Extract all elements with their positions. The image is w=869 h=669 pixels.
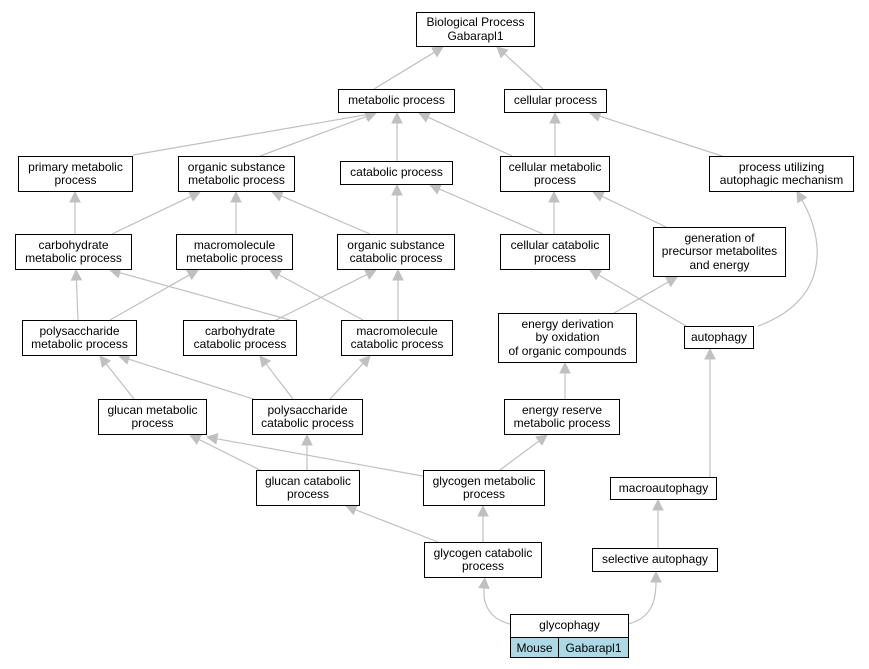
edge-carbohydrate-metabolic-to-organic xyxy=(111,195,192,235)
edge-carbohydrate-catabolic-to-carbohydrate-metabolic xyxy=(119,272,291,321)
node-carbohydrate-metabolic-process: carbohydrate metabolic process xyxy=(15,234,132,270)
node-primary-metabolic-process: primary metabolic process xyxy=(18,156,133,192)
edge-macromolecule-catabolic-to-macromolecule-metabolic xyxy=(278,274,364,321)
edge-primary-metabolic-to-metabolic xyxy=(132,114,367,156)
arrowhead-energy-derivation-to-generation xyxy=(665,276,678,288)
edge-metabolic-to-bp xyxy=(373,51,435,90)
arrowhead-glucan-catabolic-to-glucan-metabolic xyxy=(189,434,202,445)
arrowhead-glucan-metabolic-to-polysaccharide-metabolic xyxy=(99,355,112,368)
node-metabolic-process: metabolic process xyxy=(338,89,455,113)
arrowhead-glycophagy-to-glycogen-catabolic xyxy=(478,576,490,589)
edge-polysaccharide-metabolic-to-carbohydrate xyxy=(75,279,79,321)
node-macromolecule-catabolic-process: macromolecule catabolic process xyxy=(341,320,453,356)
edge-polysaccharide-catabolic-to-macromolecule-catabolic xyxy=(329,362,364,400)
arrowhead-organic-catabolic-to-catabolic xyxy=(391,183,403,196)
arrowhead-autophagy-to-cellular-catabolic xyxy=(589,269,602,281)
node-catabolic-process: catabolic process xyxy=(340,161,453,185)
edge-autophagy-to-cellular-catabolic xyxy=(598,274,687,327)
arrowhead-selective-autophagy-to-macroautophagy xyxy=(652,498,664,511)
edge-generation-to-cellular-metabolic xyxy=(601,195,667,228)
node-energy-reserve-metabolic-process: energy reserve metabolic process xyxy=(504,399,620,435)
node-process-utilizing-autophagic-mechanism: process utilizing autophagic mechanism xyxy=(709,156,854,192)
node-macromolecule-metabolic-process: macromolecule metabolic process xyxy=(176,234,293,270)
node-glucan-catabolic-process: glucan catabolic process xyxy=(256,470,360,506)
arrowhead-cellular-metabolic-to-cellular xyxy=(549,111,561,124)
node-macroautophagy: macroautophagy xyxy=(610,477,717,500)
node-polysaccharide-catabolic-process: polysaccharide catabolic process xyxy=(252,399,363,435)
node-cellular-catabolic-process: cellular catabolic process xyxy=(500,234,610,270)
edge-polysaccharide-catabolic-to-polysaccharide-metabolic xyxy=(128,358,257,401)
arrowhead-carbohydrate-metabolic-to-organic xyxy=(188,191,202,202)
edge-glycogen-metabolic-to-glucan-metabolic xyxy=(216,438,429,478)
node-selective-autophagy: selective autophagy xyxy=(592,548,718,572)
arrowhead-macromolecule-catabolic-to-organic-catabolic xyxy=(392,268,404,281)
edge-cellular-catabolic-to-catabolic xyxy=(438,188,544,235)
node-glycophagy: glycophagy xyxy=(510,614,629,638)
arrowhead-catabolic-to-metabolic xyxy=(391,111,403,124)
arrowhead-metabolic-to-bp xyxy=(431,46,444,58)
node-glycogen-catabolic-process: glycogen catabolic process xyxy=(424,542,542,578)
arrowhead-macromolecule-catabolic-to-macromolecule-metabolic xyxy=(269,269,282,281)
arrowhead-energy-reserve-to-energy-derivation xyxy=(559,361,571,374)
node-biological-process: Biological Process Gabarapl1 xyxy=(416,12,535,47)
node-cellular-process: cellular process xyxy=(504,89,607,113)
species-tag-mouse: Mouse xyxy=(510,637,559,658)
arrowhead-glucan-catabolic-to-polysaccharide-catabolic xyxy=(301,433,313,446)
edge-organic-metabolic-to-metabolic xyxy=(259,115,367,157)
edge-energy-derivation-to-generation xyxy=(613,281,669,314)
node-organic-substance-catabolic-process: organic substance catabolic process xyxy=(337,234,455,270)
arrowhead-cellular-to-bp xyxy=(496,46,509,59)
node-polysaccharide-metabolic-process: polysaccharide metabolic process xyxy=(22,320,137,356)
arrowhead-glycogen-catabolic-to-glycogen-metabolic xyxy=(477,504,489,517)
arrowhead-cellular-metabolic-to-metabolic xyxy=(417,112,431,123)
arrowhead-carbohydrate-catabolic-to-organic-catabolic xyxy=(364,269,377,280)
arrowhead-cellular-catabolic-to-cellular-metabolic xyxy=(548,190,560,203)
node-cellular-metabolic-process: cellular metabolic process xyxy=(500,156,610,192)
edge-polysaccharide-catabolic-to-carbohydrate-catabolic xyxy=(265,363,294,400)
arrowhead-cellular-catabolic-to-catabolic xyxy=(428,183,442,195)
arrowhead-glycogen-catabolic-to-glucan-catabolic xyxy=(344,504,358,516)
node-carbohydrate-catabolic-process: carbohydrate catabolic process xyxy=(183,320,297,356)
node-generation-of-precursor-metabolites: generation of precursor metabolites and … xyxy=(653,227,786,277)
edge-glycophagy-to-selective-autophagy xyxy=(627,581,657,625)
node-energy-derivation-by-oxidation: energy derivation by oxidation of organi… xyxy=(498,313,637,363)
edge-cellular-metabolic-to-metabolic xyxy=(427,116,513,157)
arrowhead-glycophagy-to-selective-autophagy xyxy=(650,570,662,583)
node-organic-substance-metabolic-process: organic substance metabolic process xyxy=(178,156,295,192)
node-glucan-metabolic-process: glucan metabolic process xyxy=(98,399,207,435)
edge-glucan-catabolic-to-glucan-metabolic xyxy=(198,438,263,472)
arrowhead-macroautophagy-to-autophagy xyxy=(704,347,716,360)
edge-glycogen-catabolic-to-glucan-catabolic xyxy=(355,509,439,543)
arrowhead-glycogen-metabolic-to-glucan-metabolic xyxy=(205,433,219,445)
arrowhead-macromolecule-metabolic-to-organic xyxy=(230,190,242,203)
edge-organic-catabolic-to-organic-metabolic xyxy=(280,195,371,235)
gene-tag-gabarapl1: Gabarapl1 xyxy=(558,637,629,658)
arrowhead-polysaccharide-catabolic-to-carbohydrate-catabolic xyxy=(259,355,272,368)
arrowhead-organic-catabolic-to-organic-metabolic xyxy=(270,190,284,202)
node-autophagy: autophagy xyxy=(684,326,754,349)
arrowhead-glycogen-metabolic-to-energy-reserve xyxy=(535,434,548,446)
arrowhead-autophagy-to-process-utilizing xyxy=(796,190,808,204)
arrowhead-polysaccharide-catabolic-to-macromolecule-catabolic xyxy=(358,355,371,368)
edge-glucan-metabolic-to-polysaccharide-metabolic xyxy=(105,363,135,400)
edge-cellular-to-bp xyxy=(503,53,544,90)
edge-glycophagy-to-glycogen-catabolic xyxy=(483,587,511,625)
edge-process-utilizing-to-cellular xyxy=(599,115,723,157)
edge-autophagy-to-process-utilizing xyxy=(757,199,818,327)
node-glycogen-metabolic-process: glycogen metabolic process xyxy=(423,470,545,506)
arrowhead-polysaccharide-metabolic-to-carbohydrate xyxy=(70,268,83,281)
arrowhead-carbohydrate-metabolic-to-primary xyxy=(69,190,81,203)
edge-polysaccharide-metabolic-to-macromolecule xyxy=(109,274,190,321)
edge-glycogen-metabolic-to-energy-reserve xyxy=(499,440,540,471)
arrowhead-generation-to-cellular-metabolic xyxy=(591,191,605,202)
arrowhead-polysaccharide-metabolic-to-macromolecule xyxy=(186,269,199,281)
